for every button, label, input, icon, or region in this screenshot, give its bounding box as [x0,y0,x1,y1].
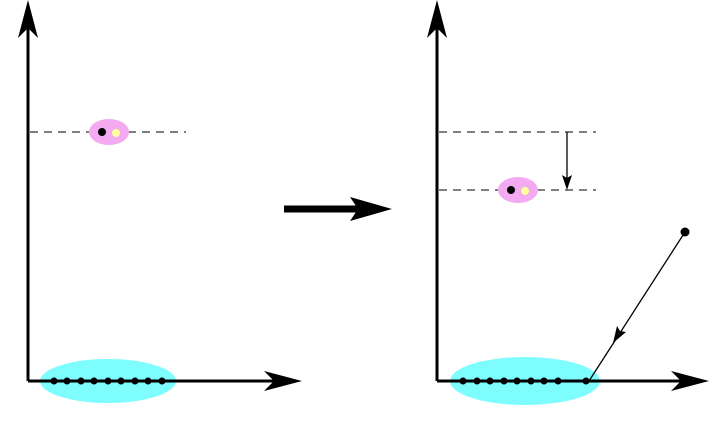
particle-dot [158,377,166,385]
particle-dot [582,377,590,385]
right-x-axis-arrowhead [671,371,709,391]
left-upper-black-dot [98,128,106,136]
left-upper-blob [89,119,129,145]
transition-arrowhead [350,197,392,221]
particle-dot [540,377,548,385]
particle-dot [459,377,467,385]
left-upper-pale-dot [112,129,120,137]
incoming-particle-arrowhead [613,326,626,343]
left-y-axis-arrowhead [18,0,38,38]
particle-dot [77,377,85,385]
left-x-axis-arrowhead [264,371,302,391]
particle-dot [90,377,98,385]
particle-dot [473,377,481,385]
particle-dot [104,377,112,385]
particle-dot [513,377,521,385]
right-upper-black-dot [507,186,515,194]
particle-dot [117,377,125,385]
particle-dot [486,377,494,385]
level-drop-arrow [562,132,572,190]
particle-dot [527,377,535,385]
right-y-axis-arrowhead [427,0,447,38]
particle-dot [144,377,152,385]
left-lower-dots [50,377,166,385]
right-upper-blob [498,177,538,203]
right-panel [427,0,709,405]
right-y-axis [427,0,447,381]
left-y-axis [18,0,38,381]
particle-dot [554,377,562,385]
particle-dot [50,377,58,385]
transition-arrow [284,197,392,221]
left-panel [18,0,302,403]
right-upper-pale-dot [521,187,529,195]
incoming-particle [588,227,690,382]
right-lower-dots [459,377,590,385]
particle-dot [131,377,139,385]
particle-dot [63,377,71,385]
particle-dot [500,377,508,385]
